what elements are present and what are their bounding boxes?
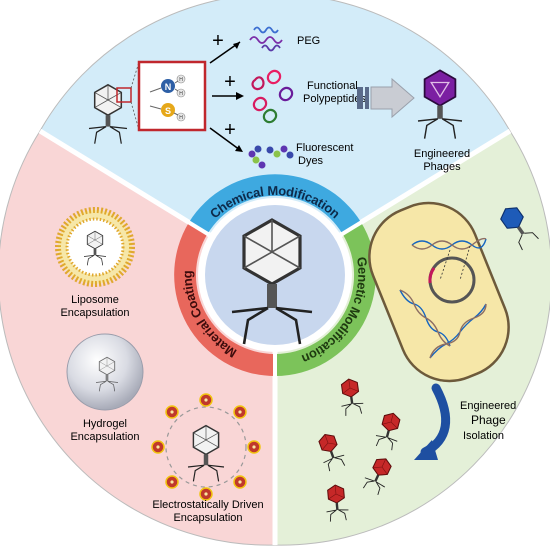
fluorescent-dyes-line1: Fluorescent <box>296 142 353 154</box>
amine-h2-label: H <box>179 91 183 97</box>
zoom-lines <box>130 61 140 131</box>
functional-group-box <box>137 60 207 132</box>
plus-dyes: + <box>224 119 236 141</box>
peg-label: PEG <box>297 35 320 47</box>
liposome-line2: Encapsulation <box>60 307 129 319</box>
engineered-phages-line1: Engineered <box>414 148 470 160</box>
isolation-line2: Phage <box>471 413 506 427</box>
bacterium-cell <box>368 201 510 383</box>
plus-polypeptides: + <box>224 71 236 93</box>
surface-zoom-box <box>116 87 132 103</box>
isolation-line1: Engineered <box>460 400 516 412</box>
amine-atom <box>161 79 175 93</box>
polypeptide-molecules <box>251 69 294 124</box>
thiol-h-label: H <box>179 115 183 121</box>
dye-molecules <box>248 145 294 169</box>
thiol-atom <box>161 103 175 117</box>
thiol-h <box>176 112 186 122</box>
process-arrow <box>357 77 415 119</box>
injecting-phage-icon <box>500 207 539 251</box>
hydrogel-line2: Encapsulation <box>70 431 139 443</box>
hydrogel-line1: Hydrogel <box>83 418 127 430</box>
electrostatic-line1: Electrostatically Driven <box>152 499 263 511</box>
isolation-line3: Isolation <box>463 430 504 442</box>
electrostatic-icon <box>151 393 261 501</box>
electrostatic-line2: Encapsulation <box>173 512 242 524</box>
chemical-panel: N H H S H + + + PEG <box>88 26 470 173</box>
peg-molecules <box>249 26 283 52</box>
material-panel: Liposome Encapsulation Hydrogel Encapsul… <box>55 207 264 524</box>
hydrogel-icon <box>66 333 144 411</box>
material-band <box>174 222 275 376</box>
thiol-label: S <box>165 106 171 116</box>
genetic-panel: Engineered Phage Isolation <box>314 201 539 523</box>
amine-label: N <box>165 82 172 92</box>
genetic-band <box>275 222 376 376</box>
functional-polypeptides-line2: Polypeptides <box>303 93 366 105</box>
engineered-phages-line2: Phages <box>423 161 461 173</box>
liposome-line1: Liposome <box>71 294 119 306</box>
amine-h1-label: H <box>179 77 183 83</box>
functional-polypeptides-line1: Functional <box>307 80 358 92</box>
plus-peg: + <box>212 30 224 52</box>
dna-helices <box>399 237 487 359</box>
liposome-icon <box>55 207 135 287</box>
amine-h1 <box>176 74 186 84</box>
chemical-band <box>189 174 361 234</box>
fluorescent-dyes-line2: Dyes <box>298 155 324 167</box>
amine-h2 <box>176 88 186 98</box>
engineered-phage-icon <box>417 69 463 139</box>
